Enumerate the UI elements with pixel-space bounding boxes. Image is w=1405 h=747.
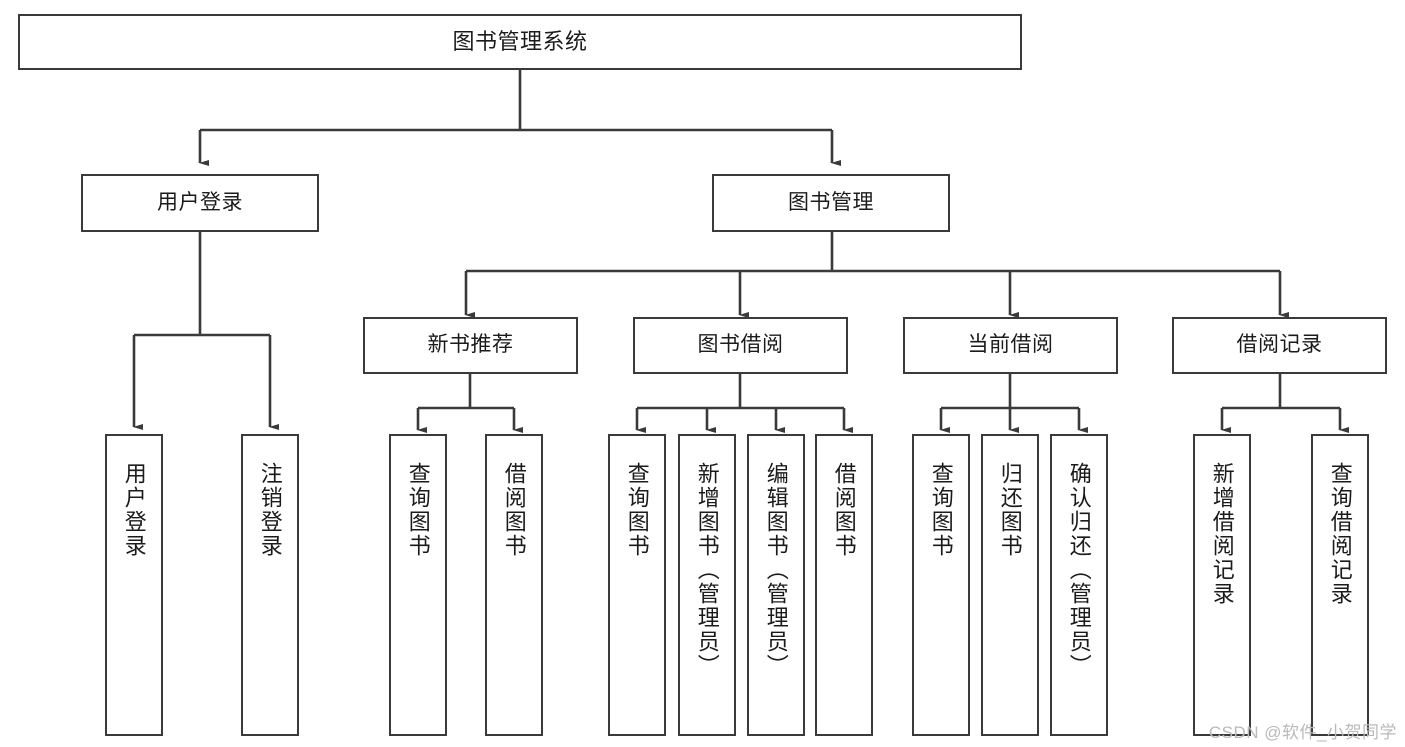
leaf-add-borrow-record[interactable]: 新增借阅记录: [1193, 434, 1251, 736]
node-new-book-recommend[interactable]: 新书推荐: [363, 317, 578, 374]
node-book-borrow[interactable]: 图书借阅: [633, 317, 848, 374]
node-label: 借阅图书: [831, 462, 857, 558]
node-borrow-record[interactable]: 借阅记录: [1172, 317, 1387, 374]
leaf-query-borrow-record[interactable]: 查询借阅记录: [1311, 434, 1369, 736]
leaf-confirm-return-admin[interactable]: 确认归还（管理员）: [1050, 434, 1108, 736]
leaf-edit-book-admin[interactable]: 编辑图书（管理员）: [747, 434, 805, 736]
node-label: 查询借阅记录: [1327, 462, 1353, 606]
node-label: 查询图书: [624, 462, 650, 558]
node-label: 查询图书: [928, 462, 954, 558]
leaf-add-book-admin[interactable]: 新增图书（管理员）: [678, 434, 736, 736]
leaf-logout-login[interactable]: 注销登录: [241, 434, 299, 736]
node-current-borrow[interactable]: 当前借阅: [903, 317, 1118, 374]
node-label: 用户登录: [157, 190, 243, 214]
leaf-borrow-book[interactable]: 借阅图书: [815, 434, 873, 736]
node-label: 新增借阅记录: [1209, 462, 1235, 606]
node-root-book-management-system[interactable]: 图书管理系统: [18, 14, 1022, 70]
node-label: 当前借阅: [967, 333, 1054, 357]
leaf-user-login[interactable]: 用户登录: [105, 434, 163, 736]
leaf-query-book-borrow[interactable]: 查询图书: [608, 434, 666, 736]
node-label: 新增图书（管理员）: [694, 462, 720, 678]
node-label: 借阅记录: [1236, 333, 1323, 357]
node-label: 新书推荐: [427, 333, 514, 357]
node-label: 图书管理: [788, 190, 874, 214]
node-label: 借阅图书: [501, 462, 527, 558]
node-label: 注销登录: [257, 462, 283, 558]
leaf-query-book-recommend[interactable]: 查询图书: [389, 434, 447, 736]
node-book-management[interactable]: 图书管理: [712, 174, 950, 232]
leaf-query-book-current[interactable]: 查询图书: [912, 434, 970, 736]
node-label: 查询图书: [405, 462, 431, 558]
node-label: 图书借阅: [697, 333, 784, 357]
node-label: 归还图书: [997, 462, 1023, 558]
leaf-return-book[interactable]: 归还图书: [981, 434, 1039, 736]
node-label: 图书管理系统: [452, 29, 588, 55]
watermark-csdn: CSDN @软件_小贺同学: [1208, 723, 1397, 742]
node-label: 用户登录: [121, 462, 147, 558]
node-label: 编辑图书（管理员）: [763, 462, 789, 678]
node-label: 确认归还（管理员）: [1066, 462, 1092, 678]
leaf-borrow-book-recommend[interactable]: 借阅图书: [485, 434, 543, 736]
node-user-login[interactable]: 用户登录: [81, 174, 319, 232]
